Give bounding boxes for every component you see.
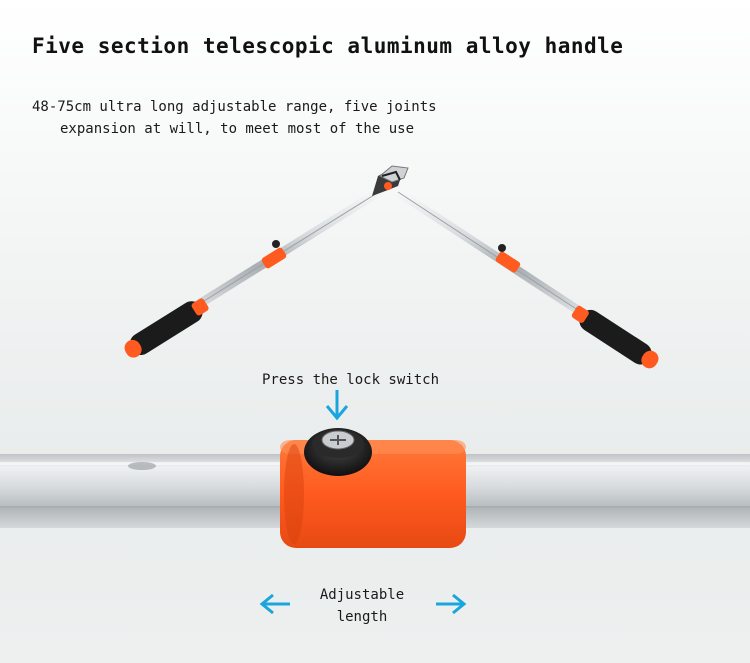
arrow-left-icon: [259, 593, 290, 615]
adjustable-length-line-1: Adjustable: [319, 587, 405, 603]
arrow-right-icon: [436, 593, 467, 615]
lopper-blade-head: [372, 165, 409, 196]
lopper-left-handle: [124, 185, 387, 358]
feature-description: 48-75cm ultra long adjustable range, fiv…: [32, 96, 437, 140]
arrow-down-icon: [325, 390, 349, 421]
description-line-2: expansion at will, to meet most of the u…: [60, 121, 415, 137]
lock-switch-label: Press the lock switch: [262, 372, 440, 388]
lopper-right-handle: [393, 187, 659, 369]
adjustable-length-label: Adjustable length: [310, 584, 414, 628]
lock-switch-knob: [304, 428, 372, 476]
description-line-1: 48-75cm ultra long adjustable range, fiv…: [32, 99, 437, 115]
adjustable-length-line-2: length: [336, 609, 388, 625]
page-title: Five section telescopic aluminum alloy h…: [32, 34, 624, 58]
